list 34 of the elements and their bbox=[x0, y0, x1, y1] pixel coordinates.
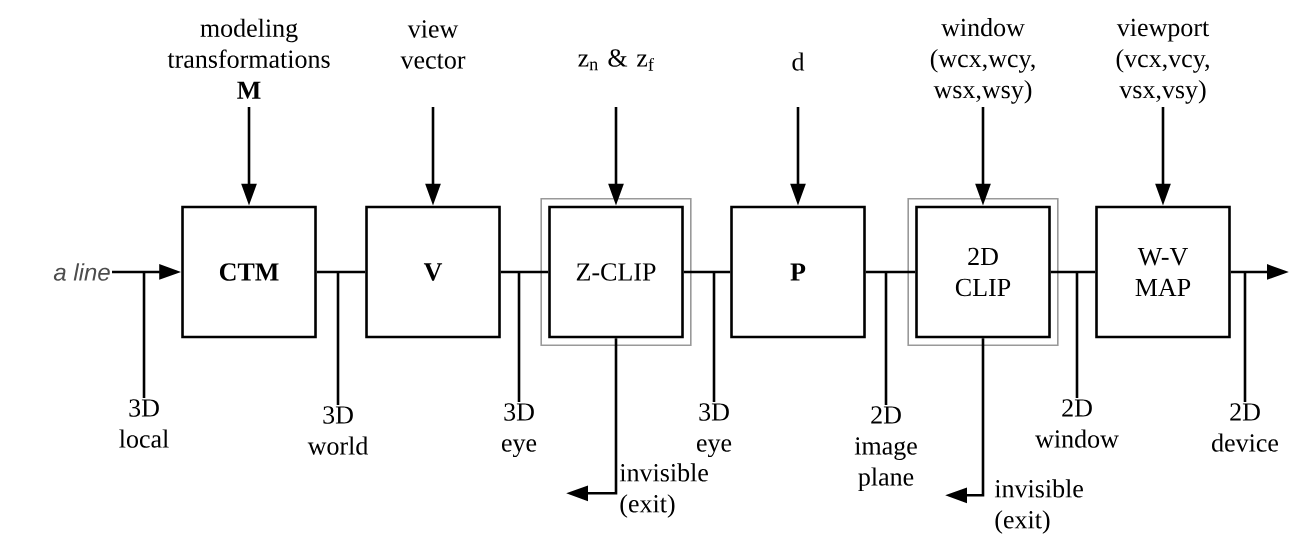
leader-line bbox=[712, 272, 716, 402]
leader-line bbox=[884, 272, 888, 405]
stage-label: 3D eye bbox=[697, 403, 732, 458]
leader-line bbox=[1075, 272, 1079, 398]
input-label: d bbox=[792, 52, 805, 71]
handwritten-label: a line bbox=[53, 263, 110, 281]
input-label: viewport (vcx,vcy, vsx,vsy) bbox=[1116, 18, 1210, 104]
leader-line bbox=[336, 272, 340, 405]
input-label: modeling transformations M bbox=[167, 18, 330, 99]
edge-label: invisible (exit) bbox=[619, 463, 708, 518]
process-box: Z-CLIP bbox=[540, 197, 692, 347]
stage-label: 3D world bbox=[307, 406, 369, 455]
connector-line bbox=[1050, 270, 1096, 274]
process-box: V bbox=[365, 205, 501, 339]
input-label: view vector bbox=[400, 20, 466, 69]
edge-label: invisible (exit) bbox=[994, 479, 1083, 534]
connector-line bbox=[500, 270, 549, 274]
input-label: z$_{n}$ & z$_{f}$ bbox=[578, 49, 654, 71]
connector-line bbox=[316, 270, 366, 274]
process-box: 2D CLIP bbox=[907, 197, 1059, 347]
leader-line bbox=[517, 272, 521, 402]
stage-label: 2D device bbox=[1212, 403, 1279, 452]
stage-label: 2D window bbox=[1035, 399, 1119, 448]
process-box: P bbox=[730, 205, 866, 339]
stage-label: 3D eye bbox=[502, 403, 537, 458]
connector-line bbox=[865, 270, 916, 274]
input-label: window (wcx,wcy, wsx,wsy) bbox=[930, 18, 1035, 104]
leader-line bbox=[1243, 272, 1247, 402]
process-box: CTM bbox=[181, 205, 317, 339]
process-box: W-V MAP bbox=[1095, 205, 1231, 339]
connector-line bbox=[683, 270, 731, 274]
stage-label: 2D image plane bbox=[854, 406, 917, 492]
leader-line bbox=[142, 272, 146, 398]
stage-label: 3D local bbox=[119, 399, 169, 448]
